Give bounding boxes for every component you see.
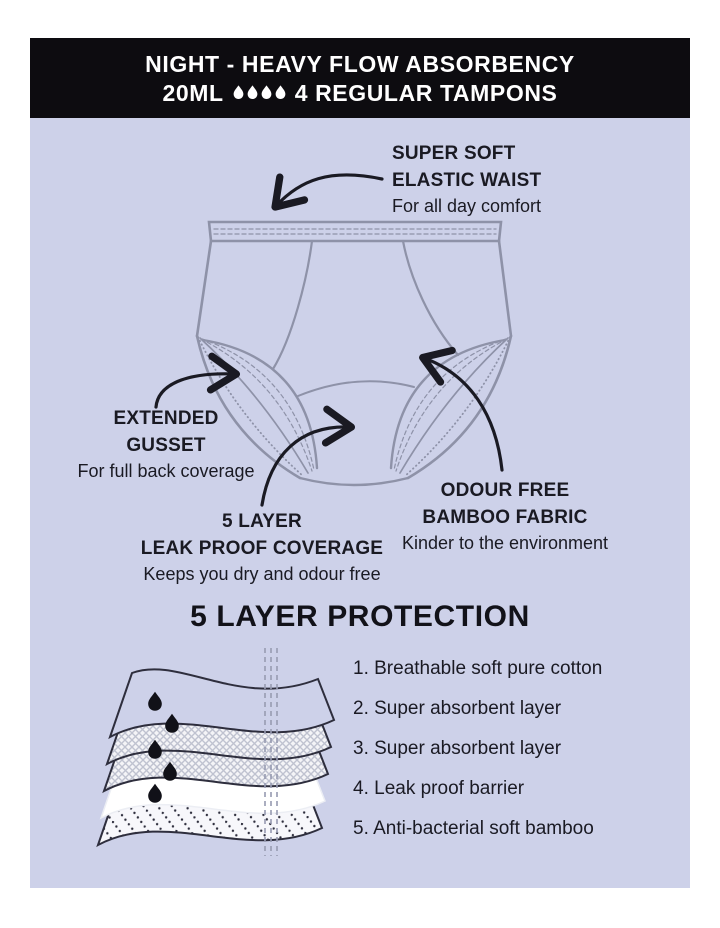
callout-title: GUSSET (126, 435, 206, 456)
infographic-sheet: NIGHT - HEAVY FLOW ABSORBENCY 20ML 4 REG… (30, 38, 690, 888)
callout-title: EXTENDED (113, 408, 219, 429)
drop-icon (261, 85, 272, 100)
drop-icon (275, 85, 286, 100)
waistband (207, 220, 503, 243)
stitch-lines (264, 648, 278, 856)
callout-sub: Keeps you dry and odour free (143, 564, 381, 584)
drop-icon (247, 85, 258, 100)
callout-title: 5 LAYER (222, 511, 302, 532)
callout-title: BAMBOO FABRIC (422, 507, 588, 528)
drop-icon (233, 85, 244, 100)
callout-sub: Kinder to the environment (401, 533, 609, 553)
layer-list-item: 4. Leak proof barrier (353, 778, 525, 799)
annotation-arrows (154, 173, 504, 507)
layer-list: 1. Breathable soft pure cotton 2. Super … (353, 649, 673, 849)
banner-tampon-equivalent: 4 REGULAR TAMPONS (294, 79, 558, 106)
absorbency-banner: NIGHT - HEAVY FLOW ABSORBENCY 20ML 4 REG… (30, 38, 690, 118)
section-heading: 5 LAYER PROTECTION (190, 600, 530, 633)
absorbency-drop-icons (233, 85, 286, 100)
leak-arrow (260, 405, 356, 507)
layer-list-item: 3. Super absorbent layer (353, 738, 562, 759)
waist-arrow (271, 173, 384, 211)
callout-sub: For full back coverage (77, 461, 255, 481)
banner-volume: 20ML (162, 79, 224, 106)
callout-leak-proof: 5 LAYER LEAK PROOF COVERAGE Keeps you dr… (127, 508, 397, 587)
diagram-canvas (97, 173, 513, 856)
banner-title: NIGHT - HEAVY FLOW ABSORBENCY (145, 50, 575, 77)
leg-opening-right (389, 334, 513, 480)
crotch-hem (298, 476, 410, 487)
gusset-arrow (154, 352, 241, 409)
bamboo-arrow (419, 346, 504, 472)
gusset-seam (297, 380, 415, 397)
callout-elastic-waist: SUPER SOFT ELASTIC WAIST For all day com… (392, 140, 582, 219)
layer-list-item: 2. Super absorbent layer (353, 698, 562, 719)
leg-opening-left (195, 334, 319, 480)
layer-list-item: 1. Breathable soft pure cotton (353, 658, 603, 679)
callout-title: SUPER SOFT (392, 143, 516, 164)
banner-subtitle: 20ML 4 REGULAR TAMPONS (163, 80, 558, 106)
callout-title: ELASTIC WAIST (392, 170, 542, 191)
callout-bamboo-fabric: ODOUR FREE BAMBOO FABRIC Kinder to the e… (370, 477, 640, 556)
diagram-panel: SUPER SOFT ELASTIC WAIST For all day com… (30, 118, 690, 888)
callout-extended-gusset: EXTENDED GUSSET For full back coverage (71, 405, 261, 484)
layer-list-item: 5. Anti-bacterial soft bamboo (353, 818, 594, 839)
brief-body-outline (195, 239, 513, 371)
callout-sub: For all day comfort (392, 196, 542, 216)
callout-title: LEAK PROOF COVERAGE (140, 538, 384, 559)
fabric-layers-diagram (97, 648, 335, 856)
callout-title: ODOUR FREE (440, 480, 570, 501)
